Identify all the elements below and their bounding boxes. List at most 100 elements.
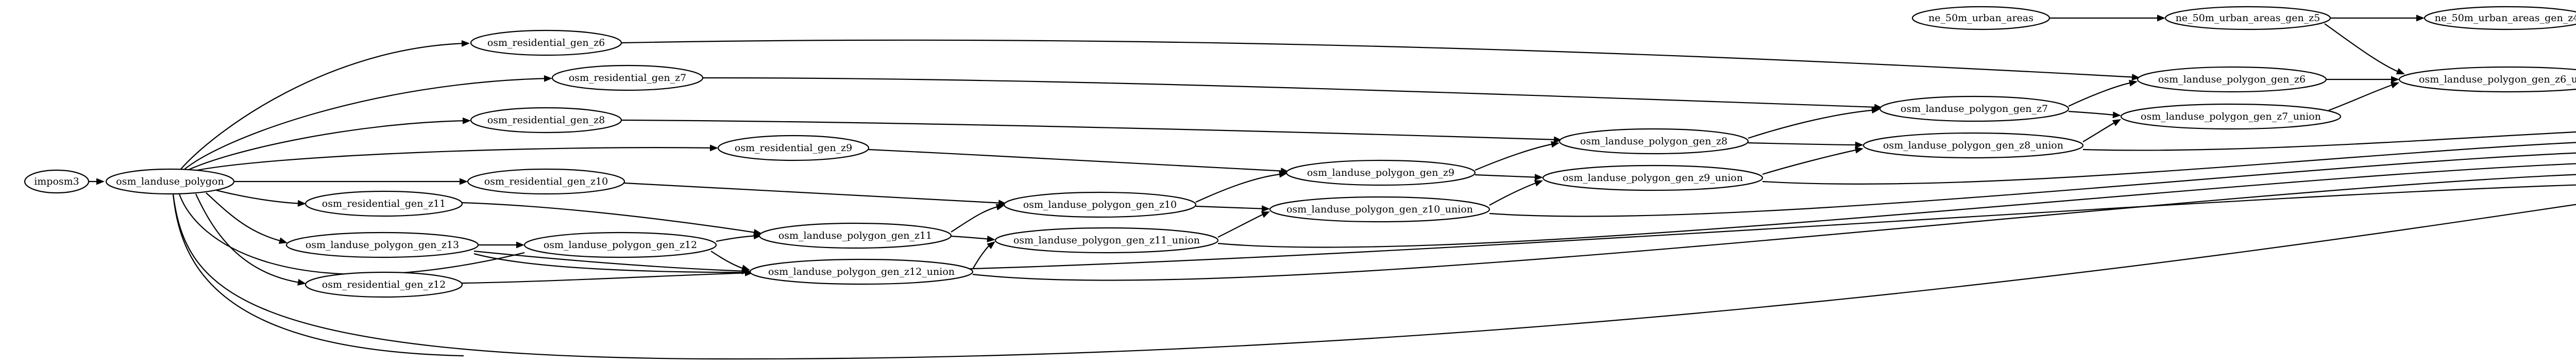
record-edge-6 bbox=[1489, 152, 2576, 217]
edges-layer bbox=[89, 14, 2425, 357]
edge-30 bbox=[1489, 180, 1543, 206]
node-osm_landuse_polygon_gen_z10_union[interactable]: osm_landuse_polygon_gen_z10_union bbox=[1269, 196, 1490, 223]
node-ellipse-osm_residential_gen_z10 bbox=[467, 168, 625, 195]
edge-24 bbox=[972, 241, 995, 270]
record-edge-7 bbox=[1217, 163, 2576, 248]
node-osm_landuse_polygon_gen_z10[interactable]: osm_landuse_polygon_gen_z10 bbox=[1003, 191, 1197, 218]
edge-2 bbox=[183, 75, 552, 171]
nodes-layer: imposm3 osm_landuse_polygon osm_residentia… bbox=[24, 6, 2576, 298]
node-label-osm_landuse_polygon_gen_z12_union: osm_landuse_polygon_gen_z12_union bbox=[768, 266, 955, 277]
edge-1 bbox=[180, 40, 470, 170]
edge-9 bbox=[178, 193, 525, 275]
record-edge-5 bbox=[1762, 142, 2576, 185]
node-osm_landuse_polygon_gen_z9[interactable]: osm_landuse_polygon_gen_z9 bbox=[1285, 159, 1476, 186]
edge-33 bbox=[1762, 146, 1863, 175]
edge-39 bbox=[2049, 14, 2165, 22]
record-edges-layer bbox=[172, 131, 2576, 360]
node-label-osm_landuse_polygon_gen_z13: osm_landuse_polygon_gen_z13 bbox=[306, 239, 459, 251]
node-label-osm_landuse_polygon_gen_z12: osm_landuse_polygon_gen_z12 bbox=[544, 239, 697, 251]
edge-23 bbox=[951, 235, 995, 242]
edge-8 bbox=[195, 193, 306, 286]
edge-7 bbox=[206, 192, 287, 244]
node-osm_landuse_polygon_gen_z12[interactable]: osm_landuse_polygon_gen_z12 bbox=[523, 232, 717, 258]
edge-16 bbox=[462, 202, 762, 236]
node-ellipse-osm_landuse_polygon_gen_z9 bbox=[1285, 159, 1476, 186]
edge-3 bbox=[186, 117, 471, 171]
node-osm_landuse_polygon[interactable]: osm_landuse_polygon bbox=[105, 168, 235, 195]
edge-22 bbox=[951, 204, 1005, 233]
node-osm_landuse_polygon_gen_z6[interactable]: osm_landuse_polygon_gen_z6 bbox=[2137, 66, 2327, 93]
node-osm_landuse_polygon_gen_z7[interactable]: osm_landuse_polygon_gen_z7 bbox=[1879, 95, 2070, 122]
node-ellipse-ne_50m_urban_areas_gen_z5 bbox=[2164, 6, 2331, 30]
node-label-osm_landuse_polygon_gen_z7_union: osm_landuse_polygon_gen_z7_union bbox=[2141, 111, 2321, 122]
record-edge-8 bbox=[972, 174, 2576, 281]
node-ellipse-osm_landuse_polygon_gen_z7 bbox=[1879, 95, 2070, 122]
node-ellipse-osm_landuse_polygon_gen_z10 bbox=[1003, 191, 1197, 218]
node-ellipse-osm_landuse_polygon_gen_z6 bbox=[2137, 66, 2327, 93]
node-osm_residential_gen_z11[interactable]: osm_residential_gen_z11 bbox=[304, 190, 463, 217]
node-label-osm_landuse_polygon_gen_z8_union: osm_landuse_polygon_gen_z8_union bbox=[1883, 140, 2063, 151]
node-ne_50m_urban_areas[interactable]: ne_50m_urban_areas bbox=[1911, 6, 2050, 30]
node-osm_residential_gen_z6[interactable]: osm_residential_gen_z6 bbox=[470, 29, 622, 56]
node-osm_residential_gen_z12[interactable]: osm_residential_gen_z12 bbox=[304, 271, 463, 298]
node-imposm3[interactable]: imposm3 bbox=[24, 169, 90, 194]
node-osm_residential_gen_z8[interactable]: osm_residential_gen_z8 bbox=[470, 107, 622, 134]
node-ellipse-osm_residential_gen_z9 bbox=[717, 135, 870, 161]
edge-26 bbox=[1195, 205, 1270, 212]
node-osm_landuse_polygon_gen_z11[interactable]: osm_landuse_polygon_gen_z11 bbox=[758, 222, 952, 249]
node-ellipse-osm_landuse_polygon_gen_z12 bbox=[523, 232, 717, 258]
node-label-osm_landuse_polygon_gen_z10_union: osm_landuse_polygon_gen_z10_union bbox=[1286, 204, 1473, 215]
node-osm_landuse_polygon_gen_z9_union[interactable]: osm_landuse_polygon_gen_z9_union bbox=[1542, 164, 1764, 191]
node-osm_landuse_polygon_gen_z11_union[interactable]: osm_landuse_polygon_gen_z11_union bbox=[994, 227, 1219, 254]
edge-4 bbox=[189, 144, 718, 173]
edge-12 bbox=[702, 77, 1883, 111]
node-osm_residential_gen_z7[interactable]: osm_residential_gen_z7 bbox=[551, 64, 704, 91]
node-osm_landuse_polygon_gen_z13[interactable]: osm_landuse_polygon_gen_z13 bbox=[285, 232, 479, 258]
node-ellipse-osm_landuse_polygon_gen_z9_union bbox=[1542, 164, 1764, 191]
node-ellipse-osm_landuse_polygon_gen_z13 bbox=[285, 232, 479, 258]
node-ellipse-osm_residential_gen_z12 bbox=[304, 271, 463, 298]
edge-0 bbox=[89, 178, 105, 185]
node-osm_residential_gen_z10[interactable]: osm_residential_gen_z10 bbox=[467, 168, 625, 195]
node-ellipse-imposm3 bbox=[24, 169, 90, 194]
node-label-osm_landuse_polygon_gen_z7: osm_landuse_polygon_gen_z7 bbox=[1901, 103, 2048, 114]
node-label-osm_landuse_polygon_gen_z11_union: osm_landuse_polygon_gen_z11_union bbox=[1013, 235, 1200, 246]
node-osm_landuse_polygon_gen_z12_union[interactable]: osm_landuse_polygon_gen_z12_union bbox=[749, 258, 974, 285]
edge-35 bbox=[2068, 110, 2121, 119]
node-ellipse-osm_landuse_polygon bbox=[105, 168, 235, 195]
node-osm_landuse_polygon_gen_z8[interactable]: osm_landuse_polygon_gen_z8 bbox=[1558, 128, 1749, 155]
node-label-osm_residential_gen_z12: osm_residential_gen_z12 bbox=[322, 279, 446, 290]
record-edge-10 bbox=[172, 193, 2576, 360]
node-osm_landuse_polygon_gen_z6_union[interactable]: osm_landuse_polygon_gen_z6_union bbox=[2398, 66, 2576, 93]
node-ellipse-ne_50m_urban_areas_gen_z4 bbox=[2424, 6, 2576, 30]
edge-10 bbox=[172, 193, 464, 357]
node-osm_landuse_polygon_gen_z7_union[interactable]: osm_landuse_polygon_gen_z7_union bbox=[2120, 103, 2342, 130]
node-label-imposm3: imposm3 bbox=[34, 176, 79, 187]
edge-27 bbox=[1217, 211, 1270, 238]
edge-37 bbox=[2326, 76, 2399, 83]
node-ellipse-osm_landuse_polygon_gen_z11_union bbox=[994, 227, 1219, 254]
node-label-osm_landuse_polygon_gen_z9: osm_landuse_polygon_gen_z9 bbox=[1307, 167, 1454, 178]
node-osm_landuse_polygon_gen_z8_union[interactable]: osm_landuse_polygon_gen_z8_union bbox=[1862, 132, 2084, 159]
node-ne_50m_urban_areas_gen_z4[interactable]: ne_50m_urban_areas_gen_z4 bbox=[2424, 6, 2576, 30]
edge-5 bbox=[234, 178, 468, 185]
edge-18 bbox=[478, 241, 524, 249]
edge-29 bbox=[1475, 174, 1543, 181]
edge-40 bbox=[2330, 14, 2425, 22]
node-label-osm_residential_gen_z6: osm_residential_gen_z6 bbox=[487, 37, 605, 48]
node-label-osm_residential_gen_z9: osm_residential_gen_z9 bbox=[735, 142, 852, 154]
node-ellipse-osm_landuse_polygon_gen_z6_union bbox=[2398, 66, 2576, 93]
node-ne_50m_urban_areas_gen_z5[interactable]: ne_50m_urban_areas_gen_z5 bbox=[2164, 6, 2331, 30]
node-ellipse-osm_residential_gen_z6 bbox=[470, 29, 622, 56]
edge-20 bbox=[716, 233, 762, 242]
node-label-osm_landuse_polygon: osm_landuse_polygon bbox=[116, 176, 224, 187]
node-osm_residential_gen_z9[interactable]: osm_residential_gen_z9 bbox=[717, 135, 870, 161]
node-ellipse-osm_landuse_polygon_gen_z8_union bbox=[1862, 132, 2084, 159]
edge-41 bbox=[2324, 23, 2405, 75]
edge-6 bbox=[216, 189, 306, 207]
node-label-osm_landuse_polygon_gen_z8: osm_landuse_polygon_gen_z8 bbox=[1580, 136, 1727, 147]
node-label-ne_50m_urban_areas_gen_z4: ne_50m_urban_areas_gen_z4 bbox=[2435, 12, 2576, 24]
node-ellipse-osm_residential_gen_z7 bbox=[551, 64, 704, 91]
node-label-osm_residential_gen_z7: osm_residential_gen_z7 bbox=[569, 72, 686, 84]
